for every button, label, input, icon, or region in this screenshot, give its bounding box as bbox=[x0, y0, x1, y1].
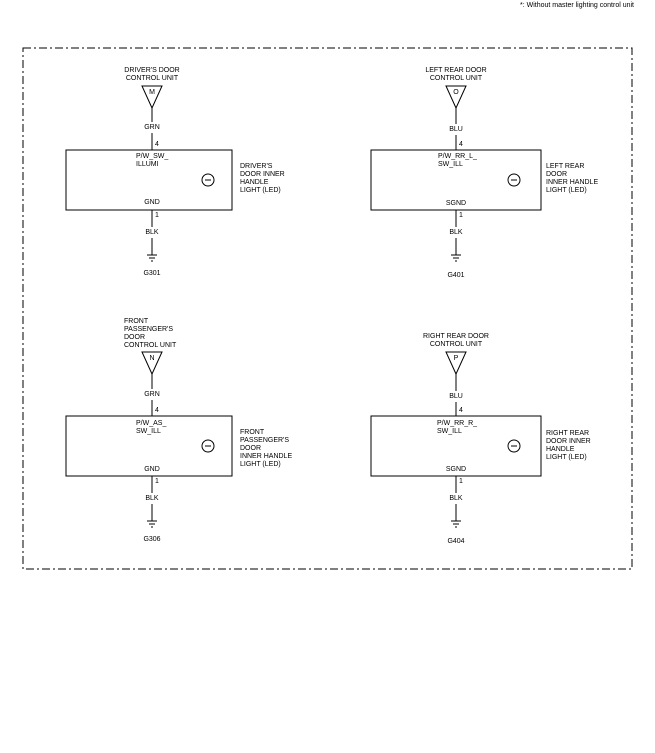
wire-color: BLK bbox=[449, 229, 463, 236]
device-label: FRONT PASSENGER'S DOOR INNER HANDLE LIGH… bbox=[240, 429, 293, 468]
ground-point: G401 bbox=[447, 272, 465, 279]
led-lamp-icon bbox=[201, 173, 215, 187]
signal-label: P/W_AS_ SW_ILL bbox=[136, 420, 167, 435]
signal-label: P/W_SW_ ILLUMI bbox=[136, 153, 169, 168]
connector-code: O bbox=[453, 89, 459, 96]
wire-color: BLK bbox=[145, 229, 159, 236]
ground-label: GND bbox=[144, 466, 160, 473]
pin-number: 4 bbox=[459, 141, 463, 148]
connector-triangle bbox=[141, 85, 163, 110]
device-label: RIGHT REAR DOOR INNER HANDLE LIGHT (LED) bbox=[546, 430, 591, 461]
wire-color: BLU bbox=[449, 393, 463, 400]
ground-label: SGND bbox=[445, 466, 467, 473]
wire-color: BLK bbox=[449, 495, 463, 502]
pin-number: 1 bbox=[155, 212, 159, 219]
connector-code: N bbox=[149, 355, 155, 362]
ground-point: G404 bbox=[447, 538, 465, 545]
signal-label: P/W_RR_L_ SW_ILL bbox=[438, 153, 477, 168]
pin-number: 4 bbox=[155, 141, 159, 148]
device-label: LEFT REAR DOOR INNER HANDLE LIGHT (LED) bbox=[546, 163, 599, 194]
connector-triangle bbox=[445, 85, 467, 110]
wire-color: BLU bbox=[449, 126, 463, 133]
pin-number: 4 bbox=[155, 407, 159, 414]
led-lamp-icon bbox=[201, 439, 215, 453]
pin-number: 4 bbox=[459, 407, 463, 414]
diagram-frame bbox=[22, 47, 633, 570]
circuit-driver bbox=[65, 85, 233, 262]
circuit-front-passenger bbox=[65, 351, 233, 528]
ground-label: SGND bbox=[445, 200, 467, 207]
wire-color: GRN bbox=[144, 391, 160, 398]
control-unit-label: FRONT PASSENGER'S DOOR CONTROL UNIT bbox=[124, 318, 177, 349]
component-box bbox=[65, 415, 233, 477]
ground-point: G301 bbox=[143, 270, 161, 277]
ground-point: G306 bbox=[143, 536, 161, 543]
circuit-right-rear bbox=[370, 351, 542, 528]
connector-code: P bbox=[453, 355, 459, 362]
signal-label: P/W_RR_R_ SW_ILL bbox=[437, 420, 478, 435]
control-unit-label: DRIVER'S DOOR CONTROL UNIT bbox=[124, 67, 180, 82]
pin-number: 1 bbox=[459, 212, 463, 219]
control-unit-label: RIGHT REAR DOOR CONTROL UNIT bbox=[423, 333, 489, 348]
circuit-left-rear bbox=[370, 85, 542, 262]
connector-triangle bbox=[141, 351, 163, 376]
control-unit-label: LEFT REAR DOOR CONTROL UNIT bbox=[425, 67, 487, 82]
ground-label: GND bbox=[144, 199, 160, 206]
connector-triangle bbox=[445, 351, 467, 376]
device-label: DRIVER'S DOOR INNER HANDLE LIGHT (LED) bbox=[240, 163, 285, 194]
footnote: *: Without master lighting control unit bbox=[520, 2, 634, 9]
component-box bbox=[65, 149, 233, 211]
pin-number: 1 bbox=[459, 478, 463, 485]
wire-color: BLK bbox=[145, 495, 159, 502]
connector-code: M bbox=[149, 89, 155, 96]
wire-color: GRN bbox=[144, 124, 160, 131]
led-lamp-icon bbox=[507, 439, 521, 453]
pin-number: 1 bbox=[155, 478, 159, 485]
led-lamp-icon bbox=[507, 173, 521, 187]
